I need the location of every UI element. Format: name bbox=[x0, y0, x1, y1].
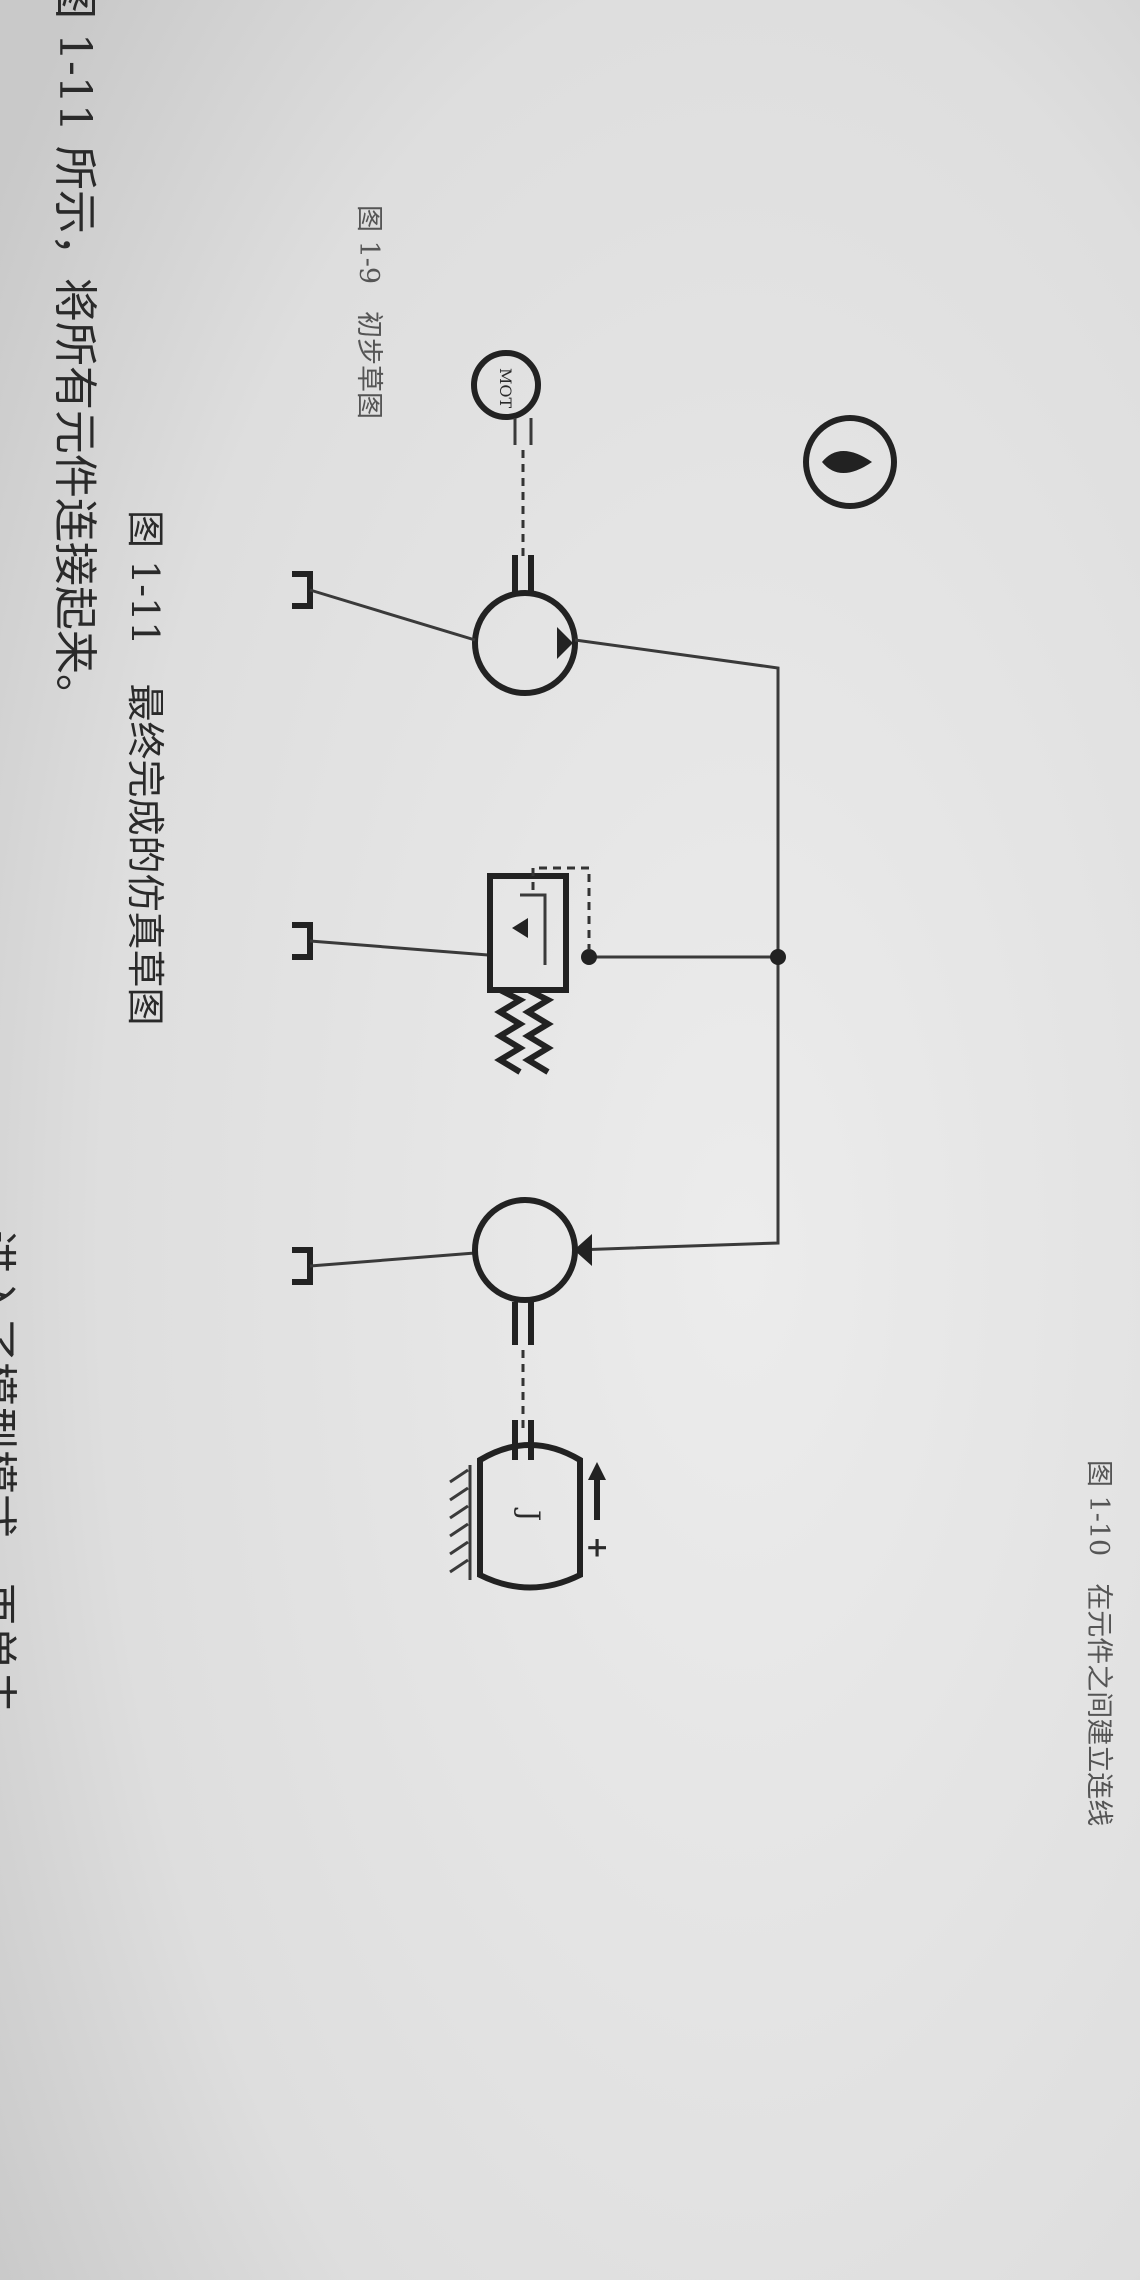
relief-valve-icon bbox=[487, 866, 591, 1075]
svg-text:MOT: MOT bbox=[496, 368, 515, 409]
bottom-partial-text: 进入了模型模式，再单击 bbox=[0, 1230, 20, 1714]
inertia-load-icon: J + bbox=[449, 1420, 614, 1591]
motor-return-line bbox=[309, 1251, 476, 1268]
fig-1-11-caption: 图 1-11 最终完成的仿真草图 bbox=[123, 510, 167, 1025]
relief-tank-line bbox=[309, 939, 489, 957]
paragraph-line: 图 1-11 所示，将所有元件连接起来。 bbox=[49, 0, 100, 718]
pump-icon bbox=[472, 555, 578, 696]
svg-text:J: J bbox=[513, 1507, 546, 1521]
electric-motor-icon: MOT bbox=[471, 350, 541, 445]
fig-1-10-caption: 图 1-10 在元件之间建立连线 bbox=[1083, 1460, 1114, 1826]
fig-1-9-caption: 图 1-9 初步草图 bbox=[353, 205, 384, 419]
hydraulic-source-icon bbox=[803, 415, 897, 509]
hydraulic-motor-icon bbox=[472, 1197, 592, 1345]
junction-dot bbox=[770, 949, 786, 965]
pump-suction-line bbox=[309, 588, 476, 642]
junction-dot bbox=[581, 949, 597, 965]
direction-sign: + bbox=[581, 1536, 614, 1559]
